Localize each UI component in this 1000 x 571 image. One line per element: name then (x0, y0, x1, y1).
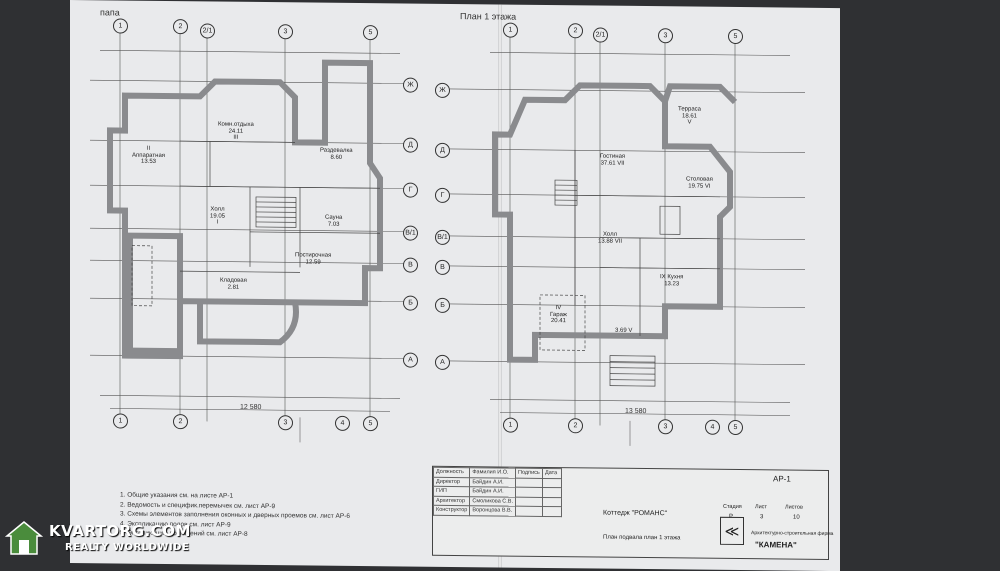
sheets-value: 10 (793, 515, 800, 521)
left-axis-bottom-5: 5 (363, 416, 378, 431)
right-axis-top-3: 3 (658, 28, 673, 43)
stamp-header-position: Должность (434, 467, 470, 477)
right-axis-top-2: 2 (568, 23, 583, 38)
drawing-sheet: папа План 1 этажа (70, 0, 840, 571)
right-room-tambur: 3.69 V (615, 328, 632, 335)
right-axis-bottom-5: 5 (728, 420, 743, 435)
left-room-postirochnaya: Постирочная 12.59 (295, 252, 331, 266)
right-axis-side-v1: В/1 (435, 230, 450, 245)
right-axis-bottom-4: 4 (705, 420, 720, 435)
right-room-garazh: IV Гараж 20.41 (550, 305, 567, 325)
stage-label: Стадия (723, 504, 742, 510)
right-axis-side-g: Г (435, 188, 450, 203)
left-axis-top-3: 3 (278, 24, 293, 39)
left-axis-side-zh: Ж (403, 77, 418, 92)
right-axis-top-5: 5 (728, 29, 743, 44)
right-room-holl: Холл 13.88 VII (598, 232, 622, 245)
left-room-kladovaya: Кладовая 2.81 (220, 278, 247, 291)
right-axis-side-a: А (435, 355, 450, 370)
left-axis-side-a: А (403, 352, 418, 367)
left-axis-top-5: 5 (363, 25, 378, 40)
right-room-terrasa: Терраса 18.61 V (678, 106, 701, 126)
right-axis-side-v: В (435, 260, 450, 275)
left-axis-side-g: Г (403, 182, 418, 197)
signature-table: Должность Фамилия И.О. Подпись Дата Дире… (433, 467, 562, 517)
right-axis-bottom-3: 3 (658, 419, 673, 434)
left-room-komn-otdyha: Комн.отдыха 24.11 III (218, 122, 254, 142)
stamp-row: Конструктор Воронцова В.В. (434, 505, 562, 516)
right-axis-side-zh: Ж (435, 83, 450, 98)
stamp-header-date: Дата (543, 468, 562, 478)
left-axis-bottom-3: 3 (278, 415, 293, 430)
title-block: Должность Фамилия И.О. Подпись Дата Дире… (432, 466, 829, 560)
kvartorg-watermark: KVARTORG.COM REALTY WORLDWIDE (5, 518, 195, 560)
right-room-stolovaya: Столовая 19.75 VI (686, 176, 713, 189)
left-room-sauna: Сауна 7.03 (325, 215, 342, 228)
house-logo-icon (5, 520, 43, 556)
left-room-razdevalka: Раздевалка 8.60 (320, 148, 353, 162)
right-axis-side-b: Б (435, 298, 450, 313)
company-line: Архитектурно-строительная фирма (751, 530, 833, 537)
company-logo-icon: ≪ (720, 517, 744, 545)
left-axis-side-v: В (403, 257, 418, 272)
left-axis-top-1: 1 (113, 18, 128, 33)
drawing-title: План подвала план 1 этажа (603, 535, 680, 542)
left-room-apparatnaya: II Аппаратная 13.53 (132, 146, 165, 166)
right-room-gostinaya: Гостиная 37.61 VII (600, 154, 625, 167)
sheet-value: 3 (760, 514, 763, 520)
sheets-label: Листов (785, 504, 803, 510)
stamp-header-name: Фамилия И.О. (470, 468, 516, 478)
right-room-kuhnya: IX Кухня 13.23 (660, 274, 683, 287)
left-axis-top-2-1: 2/1 (200, 23, 215, 38)
left-axis-top-2: 2 (173, 19, 188, 34)
right-axis-top-2-1: 2/1 (593, 27, 608, 42)
left-axis-side-b: Б (403, 295, 418, 310)
right-axis-top-1: 1 (503, 23, 518, 38)
left-axis-bottom-4: 4 (335, 416, 350, 431)
left-room-holl: Холл 19.05 I (210, 206, 225, 226)
left-axis-bottom-1: 1 (113, 413, 128, 428)
right-axis-bottom-1: 1 (503, 418, 518, 433)
watermark-subtitle: REALTY WORLDWIDE (65, 542, 189, 553)
sheet-code: АР-1 (773, 474, 791, 483)
watermark-title: KVARTORG.COM (49, 522, 191, 540)
left-axis-bottom-2: 2 (173, 414, 188, 429)
right-axis-side-d: Д (435, 143, 450, 158)
sheet-label: Лист (755, 504, 767, 510)
left-dimension-total: 12 580 (240, 404, 261, 411)
right-axis-bottom-2: 2 (568, 418, 583, 433)
company-name: "КАМЕНА" (755, 540, 797, 549)
stamp-header-signature: Подпись (516, 468, 543, 478)
project-name: Коттедж "РОМАНС" (603, 510, 667, 518)
left-axis-side-v1: В/1 (403, 225, 418, 240)
left-axis-side-d: Д (403, 137, 418, 152)
right-dimension-total: 13 580 (625, 408, 646, 415)
